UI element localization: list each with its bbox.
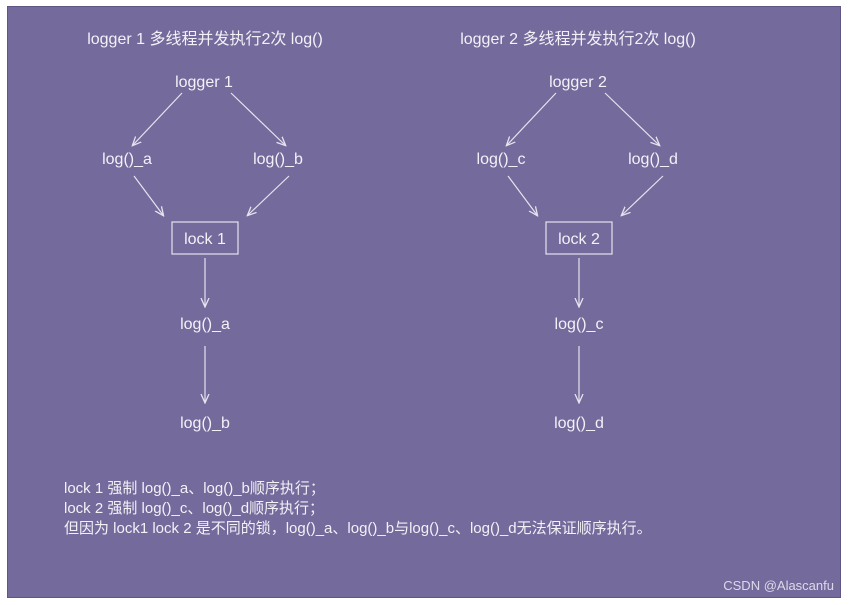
- note-line-lock1: lock 1 强制 log()_a、log()_b顺序执行；: [64, 480, 325, 497]
- left-lock-label: lock 1: [184, 231, 226, 248]
- right-branch-c-node: log()_c: [477, 151, 526, 168]
- right-root-node: logger 2: [549, 74, 607, 91]
- left-output-first-node: log()_a: [180, 316, 230, 333]
- right-arrow-root-to-c: [507, 92, 557, 145]
- right-arrow-c-to-lock: [507, 175, 537, 215]
- right-arrow-root-to-d: [604, 92, 659, 145]
- watermark: CSDN @Alascanfu: [723, 578, 834, 593]
- note-line-conclusion: 但因为 lock1 lock 2 是不同的锁，log()_a、log()_b与l…: [64, 520, 652, 537]
- left-branch-a-node: log()_a: [102, 151, 152, 168]
- left-arrow-b-to-lock: [248, 175, 290, 215]
- left-root-node: logger 1: [175, 74, 233, 91]
- left-arrow-root-to-a: [133, 92, 183, 145]
- left-branch-b-node: log()_b: [253, 151, 303, 168]
- left-title: logger 1 多线程并发执行2次 log(): [87, 30, 323, 48]
- explanation-notes: lock 1 强制 log()_a、log()_b顺序执行； lock 2 强制…: [64, 479, 652, 539]
- note-line-lock2: lock 2 强制 log()_c、log()_d顺序执行；: [64, 500, 325, 517]
- right-arrow-d-to-lock: [622, 175, 664, 215]
- right-title: logger 2 多线程并发执行2次 log(): [460, 30, 696, 48]
- left-arrow-root-to-b: [230, 92, 285, 145]
- right-lock-label: lock 2: [558, 231, 600, 248]
- right-lock-box: [545, 221, 613, 255]
- right-output-second-node: log()_d: [554, 415, 604, 432]
- left-lock-box: [171, 221, 239, 255]
- right-branch-d-node: log()_d: [628, 151, 678, 168]
- diagram-panel: [7, 6, 841, 598]
- left-arrow-a-to-lock: [133, 175, 163, 215]
- right-output-first-node: log()_c: [555, 316, 604, 333]
- left-output-second-node: log()_b: [180, 415, 230, 432]
